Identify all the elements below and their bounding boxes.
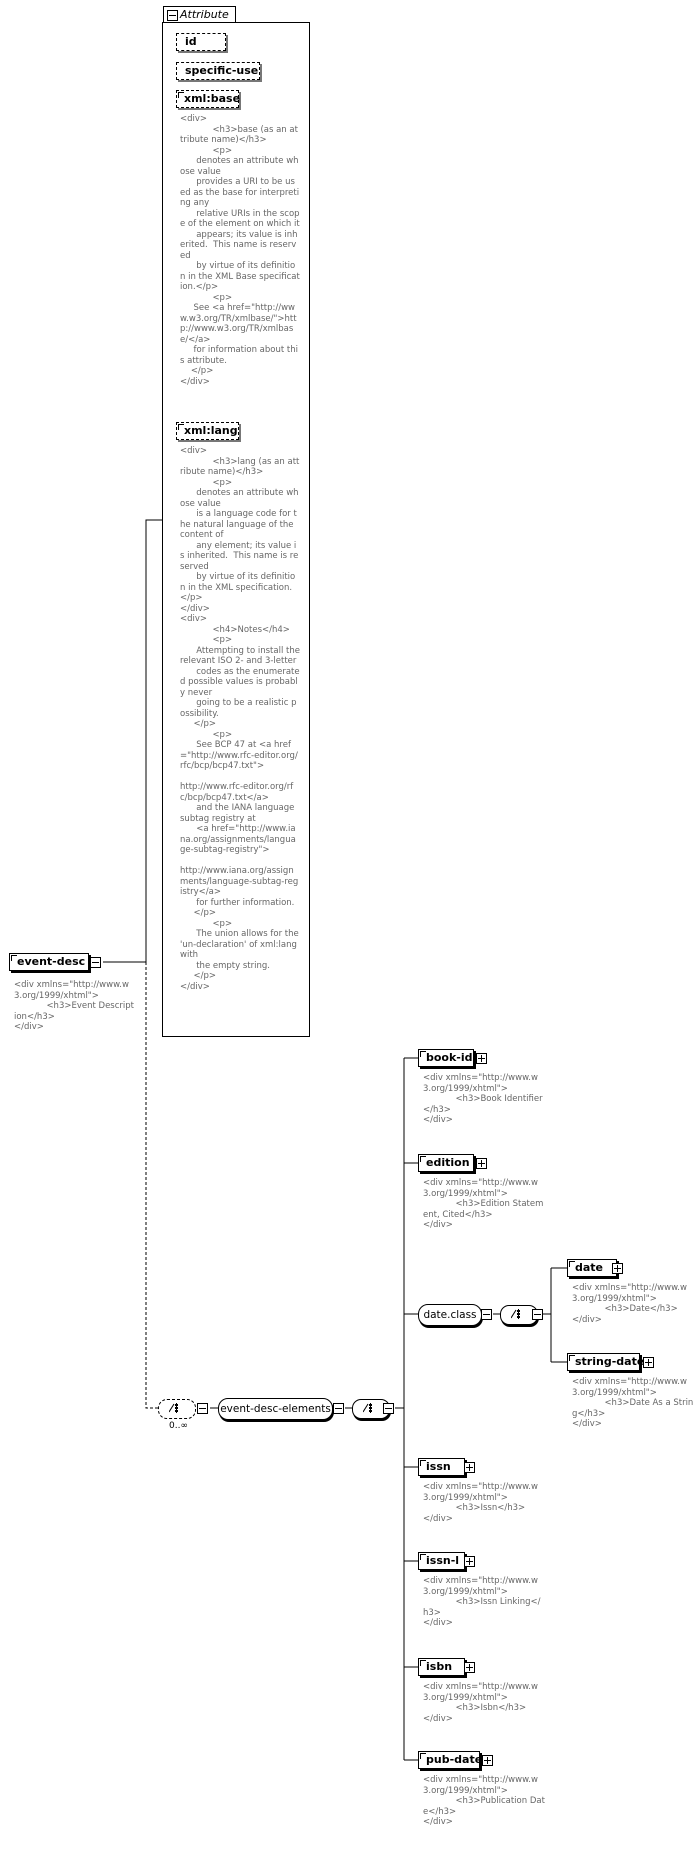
pub-date-documentation: <div xmlns="http://www.w3.org/1999/xhtml…: [423, 1775, 545, 1827]
element-name: edition: [426, 1156, 470, 1169]
element-corner-icon: [420, 1660, 426, 1666]
attribute-group-title: Attribute: [180, 8, 229, 21]
element-edition[interactable]: edition: [418, 1154, 474, 1172]
choice-icon: [363, 1403, 372, 1413]
element-corner-icon: [11, 955, 17, 961]
expand-icon[interactable]: [476, 1053, 487, 1064]
element-corner-icon: [420, 1051, 426, 1057]
group-event-desc-elements[interactable]: event-desc-elements: [218, 1398, 333, 1420]
root-element-event-desc[interactable]: event-desc: [9, 953, 89, 971]
element-name: date: [575, 1261, 604, 1274]
expand-icon[interactable]: [464, 1662, 475, 1673]
element-issn[interactable]: issn: [418, 1458, 465, 1476]
element-string-date[interactable]: string-date: [567, 1353, 644, 1371]
string-date-documentation: <div xmlns="http://www.w3.org/1999/xhtml…: [572, 1377, 694, 1429]
element-corner-icon: [569, 1355, 575, 1361]
isbn-documentation: <div xmlns="http://www.w3.org/1999/xhtml…: [423, 1682, 538, 1724]
sequence-compositor: [158, 1399, 196, 1419]
element-corner-icon: [178, 92, 184, 98]
collapse-icon[interactable]: [197, 1403, 208, 1414]
expand-icon[interactable]: [643, 1357, 654, 1368]
element-name: issn: [426, 1460, 451, 1473]
element-corner-icon: [569, 1261, 575, 1267]
element-corner-icon: [420, 1753, 426, 1759]
attribute-specific-use[interactable]: specific-use: [176, 62, 260, 80]
attribute-xml-lang[interactable]: xml:lang: [176, 422, 239, 440]
group-date-class[interactable]: date.class: [418, 1304, 482, 1326]
attribute-name: xml:base: [184, 92, 241, 105]
element-book-id[interactable]: book-id: [418, 1049, 474, 1067]
occurrence-label: 0..∞: [169, 1421, 188, 1431]
expand-icon[interactable]: [476, 1158, 487, 1169]
element-name: event-desc: [17, 955, 86, 968]
expand-icon[interactable]: [464, 1462, 475, 1473]
issn-documentation: <div xmlns="http://www.w3.org/1999/xhtml…: [423, 1482, 538, 1524]
element-corner-icon: [420, 1460, 426, 1466]
collapse-icon[interactable]: [167, 10, 178, 21]
expand-icon[interactable]: [482, 1755, 493, 1766]
date-documentation: <div xmlns="http://www.w3.org/1999/xhtml…: [572, 1283, 687, 1325]
issn-l-documentation: <div xmlns="http://www.w3.org/1999/xhtml…: [423, 1576, 541, 1628]
element-corner-icon: [178, 424, 184, 430]
attribute-name: specific-use: [185, 64, 259, 77]
collapse-icon[interactable]: [532, 1309, 543, 1320]
element-corner-icon: [420, 1554, 426, 1560]
expand-icon[interactable]: [464, 1556, 475, 1567]
attribute-group: [162, 22, 310, 1037]
attribute-group-tab: Attribute: [163, 6, 236, 23]
sequence-icon: [169, 1403, 178, 1413]
collapse-icon[interactable]: [481, 1309, 492, 1320]
element-name: book-id: [426, 1051, 473, 1064]
attribute-id[interactable]: id: [176, 33, 226, 51]
xml-base-documentation: <div> <h3>base (as an attribute name)</h…: [180, 114, 300, 387]
element-name: string-date: [575, 1355, 645, 1368]
choice-compositor: [352, 1399, 390, 1419]
element-pub-date[interactable]: pub-date: [418, 1751, 483, 1769]
event-desc-documentation: <div xmlns="http://www.w3.org/1999/xhtml…: [14, 980, 134, 1032]
attribute-name: xml:lang: [184, 424, 238, 437]
edition-documentation: <div xmlns="http://www.w3.org/1999/xhtml…: [423, 1178, 544, 1230]
collapse-icon[interactable]: [383, 1403, 394, 1414]
element-name: isbn: [426, 1660, 453, 1673]
attribute-xml-base[interactable]: xml:base: [176, 90, 241, 108]
element-name: pub-date: [426, 1753, 483, 1766]
collapse-icon[interactable]: [90, 957, 101, 968]
group-name: event-desc-elements: [220, 1403, 331, 1415]
element-date[interactable]: date: [567, 1259, 617, 1277]
group-name: date.class: [423, 1309, 477, 1321]
expand-icon[interactable]: [612, 1263, 623, 1274]
element-corner-icon: [420, 1156, 426, 1162]
xml-lang-documentation: <div> <h3>lang (as an attribute name)</h…: [180, 446, 300, 992]
collapse-icon[interactable]: [333, 1403, 344, 1414]
element-issn-l[interactable]: issn-l: [418, 1552, 465, 1570]
book-id-documentation: <div xmlns="http://www.w3.org/1999/xhtml…: [423, 1073, 543, 1125]
element-name: issn-l: [426, 1554, 460, 1567]
element-isbn[interactable]: isbn: [418, 1658, 465, 1676]
attribute-name: id: [185, 35, 197, 48]
choice-icon: [511, 1309, 520, 1319]
